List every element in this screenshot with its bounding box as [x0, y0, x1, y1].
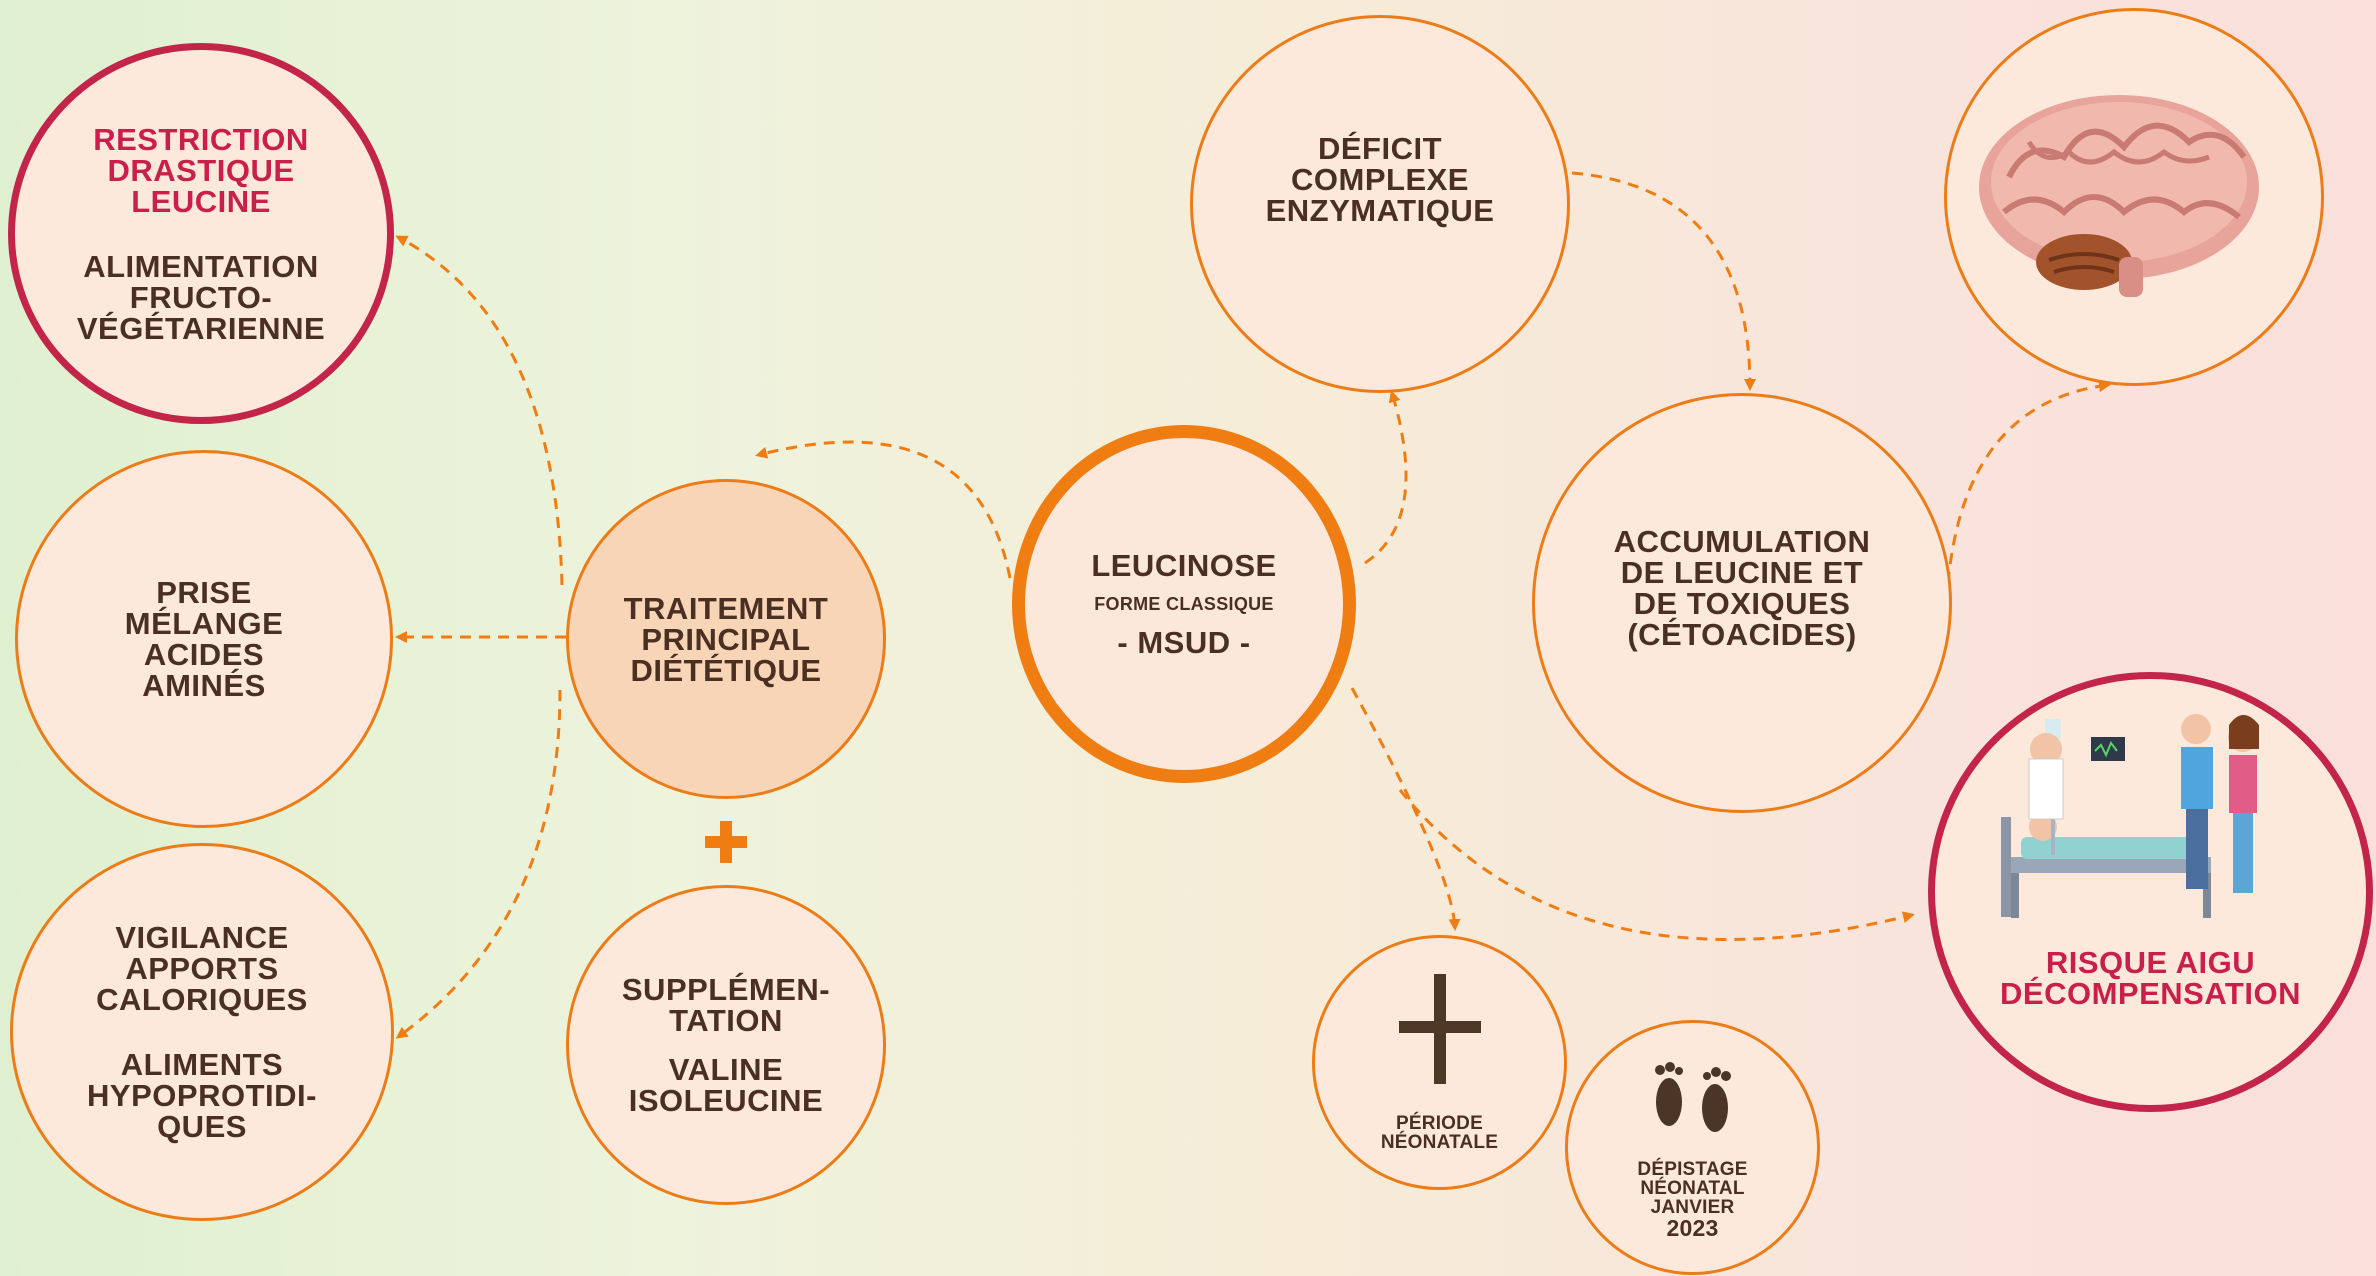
vigilance-text-2: ALIMENTS HYPOPROTIDI- QUES — [87, 1047, 317, 1144]
arrow-center-to-risque — [1398, 789, 1915, 941]
supplementation-text-1: SUPPLÉMEN- TATION — [621, 972, 831, 1038]
center-title: LEUCINOSE — [1091, 548, 1277, 583]
arrow-center-to-neonatale — [1350, 687, 1461, 931]
deficit-text: DÉFICIT COMPLEXE ENZYMATIQUE — [1265, 130, 1495, 228]
prise-text: PRISE MÉLANGE ACIDES AMINÉS — [124, 575, 284, 703]
arrow-center-to-deficit — [1364, 390, 1408, 565]
node-vigilance: VIGILANCE APPORTS CALORIQUES ALIMENTS HY… — [10, 843, 394, 1221]
node-leucinose: LEUCINOSE FORME CLASSIQUE - MSUD - — [1012, 425, 1356, 783]
footprints-icon — [1654, 1061, 1731, 1132]
arrow-center-to-traitement — [755, 440, 1012, 579]
restriction-text: ALIMENTATION FRUCTO- VÉGÉTARIENNE — [76, 248, 326, 346]
hospital-bed-illustration-icon — [2000, 714, 2259, 918]
accumulation-text: ACCUMULATION DE LEUCINE ET DE TOXIQUES (… — [1613, 524, 1871, 652]
plus-icon — [705, 821, 747, 863]
node-accumulation: ACCUMULATION DE LEUCINE ET DE TOXIQUES (… — [1532, 393, 1952, 813]
center-tag: - MSUD - — [1117, 625, 1251, 660]
node-supplementation: SUPPLÉMEN- TATION VALINE ISOLEUCINE — [566, 885, 886, 1205]
risque-text: RISQUE AIGU DÉCOMPENSATION — [2000, 945, 2301, 1011]
plus-icon — [1398, 973, 1481, 1084]
node-prise-melange: PRISE MÉLANGE ACIDES AMINÉS — [15, 450, 393, 828]
depistage-year: 2023 — [1666, 1214, 1719, 1241]
depistage-text: DÉPISTAGE NÉONATAL JANVIER — [1637, 1158, 1748, 1218]
node-risque: RISQUE AIGU DÉCOMPENSATION — [1928, 672, 2373, 1112]
traitement-text: TRAITEMENT PRINCIPAL DIÉTÉTIQUE — [623, 590, 829, 688]
node-restriction: RESTRICTION DRASTIQUE LEUCINE ALIMENTATI… — [8, 43, 394, 424]
supplementation-text-2: VALINE ISOLEUCINE — [628, 1052, 824, 1118]
node-traitement: TRAITEMENT PRINCIPAL DIÉTÉTIQUE — [566, 479, 886, 799]
arrow-traitement-to-restriction — [395, 235, 564, 586]
arrow-deficit-to-accumulation — [1571, 171, 1756, 391]
node-neonatale: PÉRIODE NÉONATALE — [1312, 935, 1567, 1190]
node-deficit: DÉFICIT COMPLEXE ENZYMATIQUE — [1190, 15, 1570, 393]
arrow-accumulation-to-brain — [1946, 380, 2111, 584]
arrow-traitement-to-vigilance — [395, 689, 562, 1039]
neonatale-text: PÉRIODE NÉONATALE — [1380, 1112, 1499, 1153]
brain-illustration-icon — [1979, 95, 2259, 297]
node-depistage: DÉPISTAGE NÉONATAL JANVIER 2023 — [1565, 1020, 1820, 1275]
restriction-highlight: RESTRICTION DRASTIQUE LEUCINE — [93, 121, 309, 219]
center-subtitle: FORME CLASSIQUE — [1094, 594, 1274, 614]
node-brain — [1944, 8, 2324, 386]
vigilance-text-1: VIGILANCE APPORTS CALORIQUES — [96, 920, 308, 1017]
